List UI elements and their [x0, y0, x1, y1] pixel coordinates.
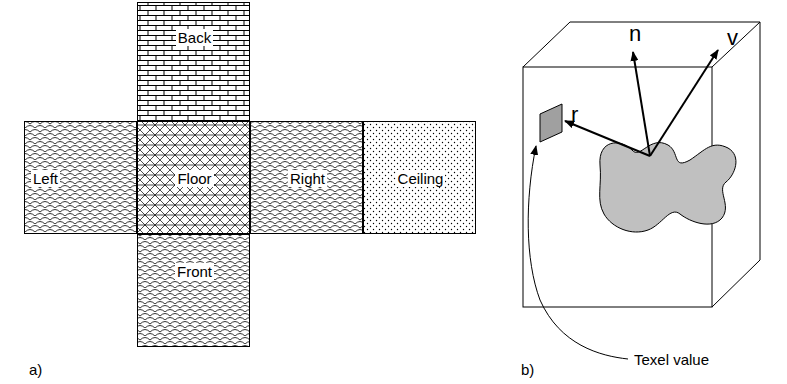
cube-face: Ceiling	[363, 121, 476, 234]
leader-line	[528, 146, 628, 359]
texel-square	[540, 104, 562, 142]
face-label: Left	[31, 170, 60, 187]
face-label: Floor	[175, 170, 213, 187]
vector-label: r	[570, 103, 579, 127]
scale-texture	[24, 121, 137, 234]
dot-texture	[363, 121, 476, 234]
cube-face: Back	[137, 2, 250, 121]
brick-texture	[137, 2, 250, 121]
face-label: Front	[175, 263, 214, 280]
face-label: Ceiling	[396, 170, 446, 187]
face-label: Right	[288, 170, 327, 187]
weave-texture	[137, 121, 250, 234]
cube-face: Right	[250, 121, 363, 234]
vector-label: v	[726, 26, 739, 50]
scale-texture	[137, 234, 250, 347]
panel-label: b)	[520, 361, 535, 378]
cube-face: Left	[24, 121, 137, 234]
cube-face: Front	[137, 234, 250, 347]
scale-texture	[250, 121, 363, 234]
cube-face: Floor	[137, 121, 250, 234]
object-blob	[600, 143, 736, 232]
cube	[523, 22, 760, 307]
panel-label: a)	[28, 361, 43, 378]
vector-label: n	[628, 22, 642, 46]
face-label: Back	[176, 29, 213, 46]
vector-arrows	[565, 50, 718, 156]
callout-label: Texel value	[633, 351, 710, 368]
